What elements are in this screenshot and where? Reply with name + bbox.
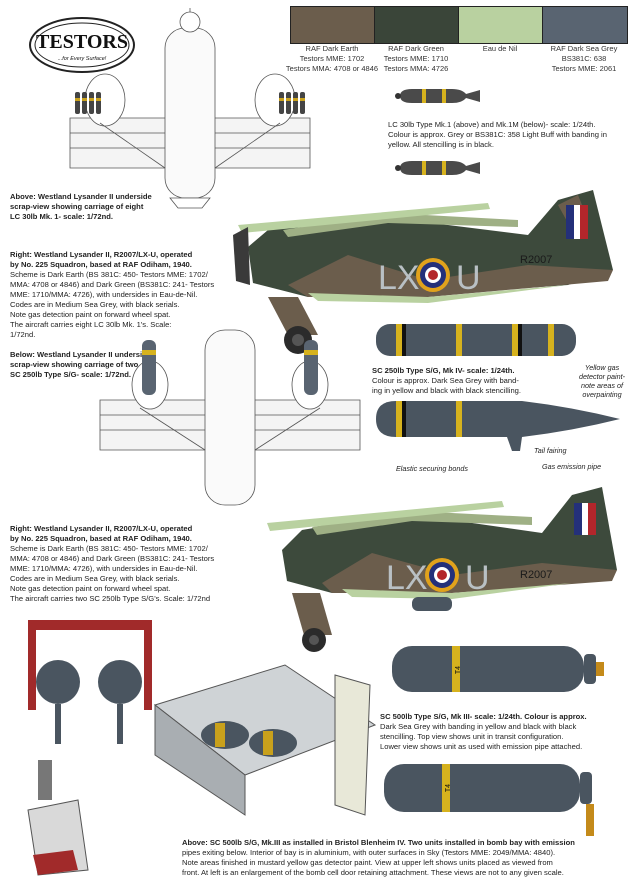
bomb-stencil: T4	[445, 784, 452, 792]
caption-right-1: Right: Westland Lysander II, R2007/LX-U,…	[10, 250, 215, 339]
swatch-code: Testors MME: 1702	[299, 54, 365, 63]
swatch-name: Eau de Nil	[482, 44, 518, 53]
caption-line: Colour is approx. Grey or BS381C: 358 Li…	[388, 130, 607, 139]
swatch-name: RAF Dark Green	[388, 44, 444, 53]
lc30-bomb-mk1	[395, 89, 480, 103]
swatch-chip	[542, 6, 628, 44]
aircraft-serial: R2007	[520, 569, 552, 581]
sc500-bomb-side: T4	[384, 764, 594, 836]
aircraft-code-left: LX	[378, 259, 420, 297]
swatch-code: Testors MMA: 4726	[383, 64, 449, 73]
swatch-code: Testors MMA: 4708 or 4846	[285, 64, 379, 73]
caption-sc500: SC 500lb Type S/G, Mk III- scale: 1/24th…	[380, 712, 587, 751]
caption-line: LC 30lb Type Mk.1 (above) and Mk.1M (bel…	[388, 120, 596, 129]
aircraft-code-left: LX	[386, 559, 428, 597]
testors-logo-badge: TESTORS ...for Every Surface!	[29, 17, 135, 73]
logo-brand: TESTORS	[36, 31, 128, 53]
sc500-bomb-top: T4	[392, 646, 604, 692]
bomb-stencil: T4	[455, 666, 462, 674]
caption-lc30: LC 30lb Type Mk.1 (above) and Mk.1M (bel…	[388, 120, 628, 150]
caption-underside-1: Above: Westland Lysander II underside sc…	[10, 192, 152, 221]
lc30-bomb-mk1m	[395, 161, 480, 175]
caption-right-2: Right: Westland Lysander II, R2007/LX-U,…	[10, 524, 215, 603]
lysander-side-view-1: LX U R2007	[233, 190, 613, 354]
swatch-chip	[290, 6, 376, 44]
swatch-code: BS381C: 638	[561, 54, 607, 63]
callout-elastic: Elastic securing bonds	[396, 464, 468, 473]
callout-tail-fairing: Tail fairing	[534, 446, 567, 455]
logo-tagline: ...for Every Surface!	[58, 56, 107, 62]
sc250-bomb-top	[376, 324, 576, 356]
aircraft-code-right: U	[456, 259, 481, 297]
caption-underside-2: Below: Westland Lysander II underside sc…	[10, 350, 151, 379]
testors-logo: TESTORS ...for Every Surface!	[28, 16, 136, 74]
swatch-code: Testors MME: 1710	[383, 54, 449, 63]
lysander-underside-view-1	[69, 8, 311, 209]
callout-yellow-gas: Yellow gas detector paint- note areas of…	[579, 363, 625, 399]
caption-sc250: SC 250lb Type S/G, Mk IV- scale: 1/24th.…	[372, 366, 521, 395]
swatch-chip	[458, 6, 544, 44]
caption-blenheim: Above: SC 500lb S/G, Mk.III as installed…	[182, 838, 575, 877]
lysander-side-view-2: LX U R2007	[267, 487, 617, 652]
caption-line: yellow. All stencilling is in black.	[388, 140, 494, 149]
swatch-chip	[374, 6, 460, 44]
lysander-underside-view-2	[99, 329, 361, 506]
aircraft-serial: R2007	[520, 254, 552, 266]
aircraft-code-right: U	[465, 559, 490, 597]
swatch-name: RAF Dark Sea Grey	[550, 44, 618, 53]
swatch-name: RAF Dark Earth	[305, 44, 359, 53]
blenheim-bomb-bay	[153, 664, 377, 816]
swatch-code: Testors MME: 2061	[551, 64, 617, 73]
callout-gas-pipe: Gas emission pipe	[542, 462, 602, 471]
bomb-cell-door-detail	[27, 620, 152, 876]
sc250-bomb-side	[376, 401, 620, 451]
